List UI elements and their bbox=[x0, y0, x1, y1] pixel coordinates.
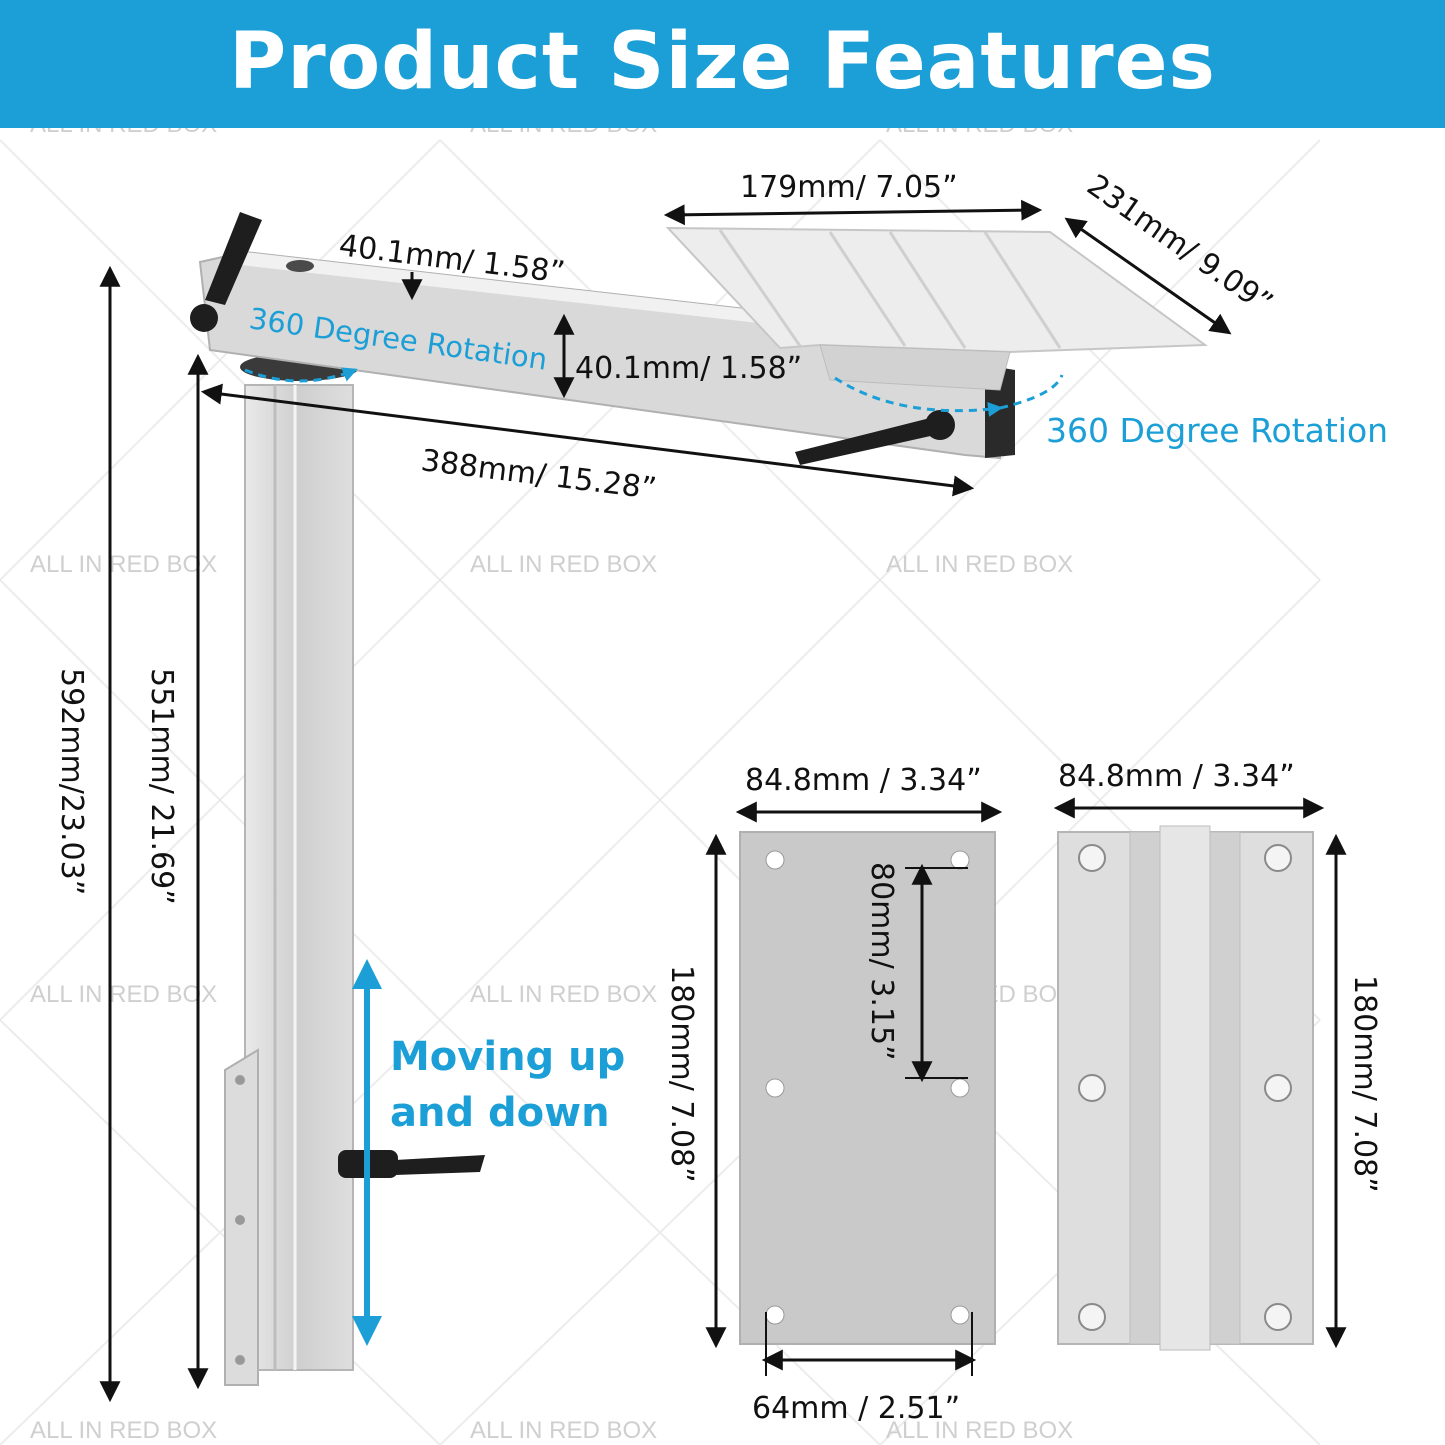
hole-spacing-horizontal-label: 64mm / 2.51” bbox=[752, 1391, 960, 1426]
rotation-label-right: 360 Degree Rotation bbox=[1046, 411, 1388, 450]
arm-lock-knob bbox=[190, 212, 262, 332]
plate1-height-label: 180mm/ 7.08” bbox=[664, 965, 699, 1183]
channel-mount-plate bbox=[1057, 825, 1314, 1351]
moving-label-line2: and down bbox=[390, 1090, 610, 1136]
arm-length-label: 388mm/ 15.28” bbox=[419, 443, 658, 507]
column-height-label: 551mm/ 21.69” bbox=[144, 668, 179, 905]
watermark-text: ALL IN RED BOX bbox=[470, 981, 657, 1008]
plate2-height-label: 180mm/ 7.08” bbox=[1347, 975, 1382, 1193]
column-lock-knob bbox=[338, 1150, 485, 1178]
tabletop-width-label: 179mm/ 7.05” bbox=[740, 170, 958, 205]
total-height-label: 592mm/23.03” bbox=[54, 668, 89, 895]
flat-mount-plate bbox=[739, 831, 996, 1345]
product-diagram: ALL IN RED BOX ALL IN RED BOX ALL IN RED… bbox=[0, 128, 1388, 1445]
watermark-text: ALL IN RED BOX bbox=[470, 1417, 657, 1444]
watermark-text: ALL IN RED BOX bbox=[30, 551, 217, 578]
watermark-text: ALL IN RED BOX bbox=[886, 551, 1073, 578]
watermark-text: ALL IN RED BOX bbox=[30, 981, 217, 1008]
watermark-text: ALL IN RED BOX bbox=[886, 128, 1073, 138]
watermark-text: ALL IN RED BOX bbox=[30, 128, 217, 138]
watermark-text: ALL IN RED BOX bbox=[470, 128, 657, 138]
plate2-width-label: 84.8mm / 3.34” bbox=[1058, 759, 1295, 794]
arm-side-height-label: 40.1mm/ 1.58” bbox=[575, 351, 802, 386]
column-tube bbox=[244, 384, 354, 1371]
header-banner: Product Size Features bbox=[0, 0, 1445, 128]
watermark-text: ALL IN RED BOX bbox=[470, 551, 657, 578]
page-title: Product Size Features bbox=[229, 17, 1216, 107]
dimension-lines bbox=[99, 199, 1347, 1403]
pedestal-illustration bbox=[190, 212, 1208, 1386]
watermark-text: ALL IN RED BOX bbox=[886, 1417, 1073, 1444]
rotation-arc-icon bbox=[244, 367, 358, 383]
plate1-width-label: 84.8mm / 3.34” bbox=[745, 763, 982, 798]
moving-label-line1: Moving up bbox=[390, 1034, 625, 1080]
watermark-text: ALL IN RED BOX bbox=[30, 1417, 217, 1444]
hole-spacing-vertical-label: 80mm/ 3.15” bbox=[864, 862, 899, 1061]
watermarks: ALL IN RED BOX ALL IN RED BOX ALL IN RED… bbox=[30, 128, 1073, 1444]
